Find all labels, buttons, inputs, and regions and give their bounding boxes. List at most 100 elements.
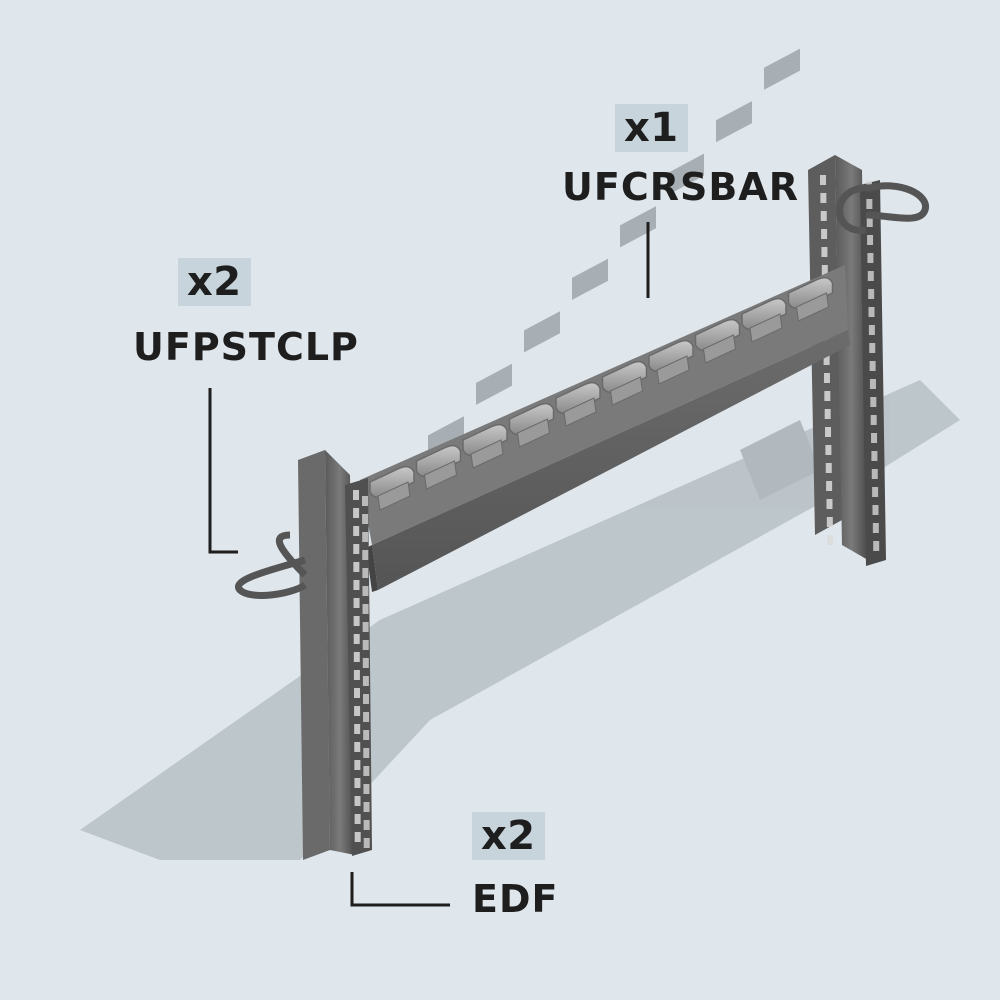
post-hole bbox=[353, 526, 360, 536]
post-hole bbox=[820, 211, 827, 221]
right-post-clip bbox=[836, 182, 929, 234]
post-hole bbox=[868, 307, 875, 317]
post-hole bbox=[827, 535, 834, 545]
post-hole bbox=[362, 568, 369, 578]
post-hole bbox=[363, 820, 370, 830]
post-hole bbox=[872, 487, 879, 497]
post-hole bbox=[362, 676, 369, 686]
post-hole bbox=[362, 622, 369, 632]
shadow-finger bbox=[524, 311, 560, 353]
left-post-clip bbox=[234, 531, 308, 599]
crossbar-finger-base bbox=[609, 376, 644, 406]
post-hole bbox=[821, 265, 828, 275]
post-hole bbox=[354, 742, 361, 752]
crossbar-finger bbox=[741, 297, 787, 331]
post-hole bbox=[363, 730, 370, 740]
shadow-finger bbox=[764, 48, 800, 90]
post-hole bbox=[353, 652, 360, 662]
post-clip-quantity-badge: x2 bbox=[178, 258, 251, 306]
crossbar-finger-base bbox=[702, 334, 737, 364]
shadow-finger bbox=[476, 363, 512, 405]
crossbar-finger bbox=[787, 276, 834, 310]
post-hole bbox=[823, 373, 830, 383]
shadow-finger bbox=[668, 153, 704, 195]
post-hole bbox=[867, 235, 874, 245]
crossbar-part-label: UFCRSBAR bbox=[562, 165, 799, 209]
crossbar-finger bbox=[508, 402, 555, 436]
post-hole bbox=[820, 175, 826, 185]
post-hole bbox=[363, 802, 370, 812]
post-hole bbox=[825, 463, 832, 473]
crossbar-finger bbox=[555, 381, 601, 415]
crossbar-finger bbox=[601, 360, 648, 394]
post-hole bbox=[869, 361, 876, 371]
post-hole bbox=[867, 253, 874, 263]
post-hole bbox=[363, 712, 370, 722]
crossbar-finger-base bbox=[795, 292, 830, 322]
post-hole bbox=[353, 580, 360, 590]
crossbar-fingers bbox=[369, 276, 834, 511]
frame-part-label: EDF bbox=[472, 877, 559, 921]
post-hole bbox=[362, 694, 369, 704]
post-hole bbox=[872, 505, 879, 515]
post-hole bbox=[362, 496, 368, 506]
post-hole bbox=[868, 289, 875, 299]
post-hole bbox=[823, 355, 830, 365]
crossbar-finger bbox=[694, 318, 741, 352]
post-hole bbox=[363, 784, 370, 794]
frame-leader-line bbox=[350, 872, 450, 907]
post-hole bbox=[869, 379, 876, 389]
post-hole bbox=[824, 409, 831, 419]
post-hole bbox=[362, 550, 369, 560]
crossbar-finger bbox=[369, 465, 415, 499]
post-hole bbox=[353, 688, 360, 698]
crossbar-finger-base bbox=[470, 439, 504, 469]
post-hole bbox=[826, 481, 833, 491]
crossbar-quantity-badge: x1 bbox=[615, 104, 688, 152]
post-hole bbox=[824, 391, 831, 401]
crossbar bbox=[360, 265, 850, 592]
post-hole bbox=[362, 532, 369, 542]
post-hole bbox=[353, 598, 360, 608]
post-hole bbox=[353, 616, 360, 626]
post-hole bbox=[867, 271, 874, 281]
post-hole bbox=[354, 778, 361, 788]
post-hole bbox=[354, 706, 361, 716]
post-hole bbox=[354, 796, 361, 806]
post-hole bbox=[870, 415, 877, 425]
crossbar-finger-base bbox=[377, 481, 411, 511]
post-hole bbox=[826, 517, 833, 527]
post-hole bbox=[353, 508, 360, 518]
post-hole bbox=[870, 397, 877, 407]
post-hole bbox=[820, 193, 827, 203]
post-clip-leader-line bbox=[208, 388, 238, 554]
post-hole bbox=[354, 832, 361, 842]
post-hole bbox=[873, 541, 880, 551]
post-hole bbox=[353, 490, 359, 500]
post-hole bbox=[353, 670, 360, 680]
post-hole bbox=[825, 427, 832, 437]
crossbar-finger-base bbox=[749, 313, 783, 343]
post-hole bbox=[354, 814, 361, 824]
post-hole bbox=[362, 514, 369, 524]
shadow-finger bbox=[572, 258, 608, 300]
post-hole bbox=[871, 433, 878, 443]
crossbar-finger bbox=[462, 423, 508, 457]
post-hole bbox=[868, 325, 875, 335]
post-hole bbox=[871, 451, 878, 461]
floor-shadow bbox=[80, 380, 960, 860]
crossbar-finger-base bbox=[563, 397, 597, 427]
post-hole bbox=[363, 838, 370, 848]
shadow-finger bbox=[620, 206, 656, 248]
post-hole bbox=[821, 247, 828, 257]
crossbar-finger bbox=[648, 339, 694, 373]
frame-quantity-badge: x2 bbox=[472, 812, 545, 860]
post-hole bbox=[821, 229, 828, 239]
post-hole bbox=[354, 760, 361, 770]
shadow-finger bbox=[716, 101, 752, 143]
post-hole bbox=[362, 658, 369, 668]
crossbar-finger-base bbox=[656, 355, 690, 385]
post-hole bbox=[362, 604, 369, 614]
